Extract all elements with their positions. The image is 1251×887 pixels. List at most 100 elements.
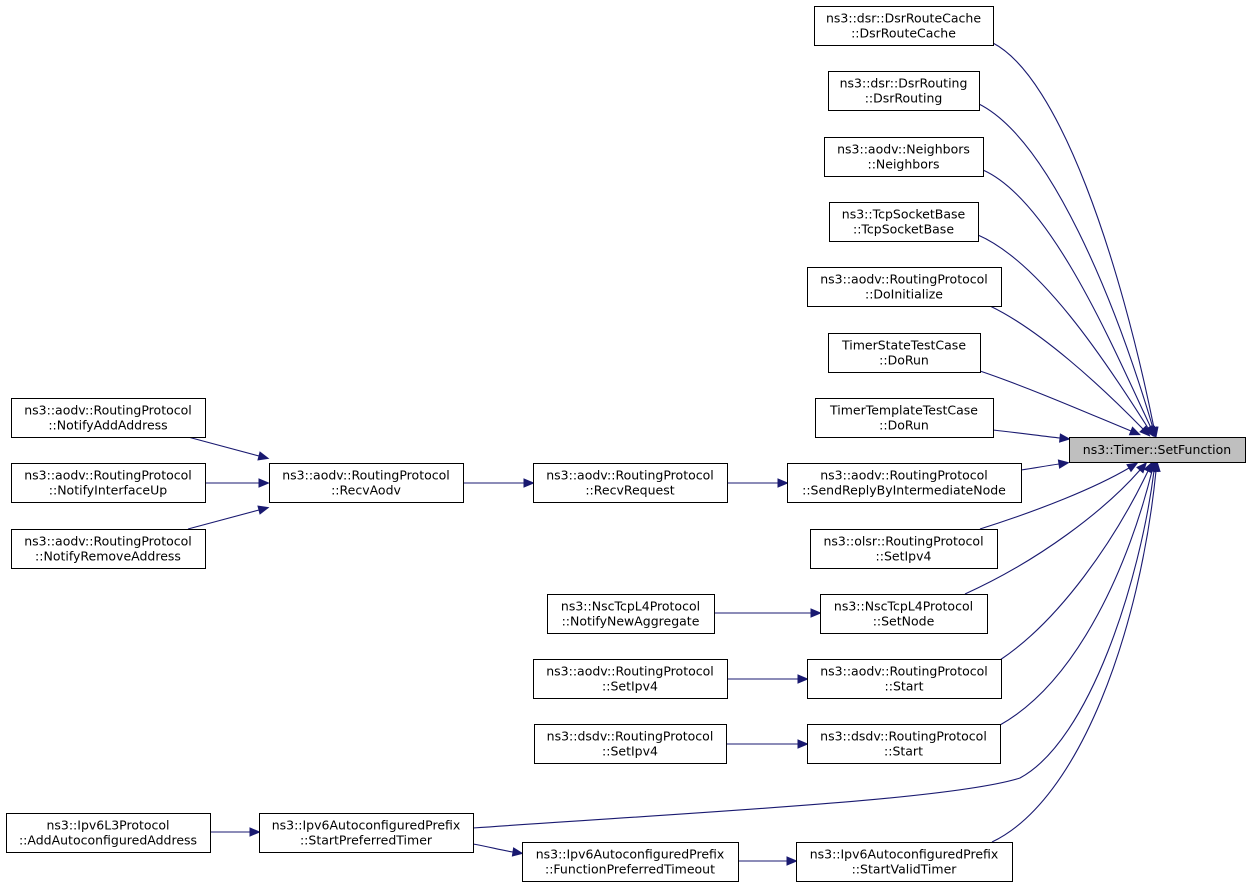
node-ipv6-startvalidtimer[interactable]: ns3::Ipv6AutoconfiguredPrefix::StartVali… (796, 842, 1013, 882)
node-label-line: ::DoInitialize (865, 287, 943, 302)
node-aodv-start[interactable]: ns3::aodv::RoutingProtocol::Start (807, 659, 1002, 699)
arrowhead (258, 478, 270, 488)
node-dsdv-start[interactable]: ns3::dsdv::RoutingProtocol::Start (807, 724, 1001, 764)
node-label-line: ::NotifyNewAggregate (562, 614, 700, 629)
node-label-line: ::NotifyInterfaceUp (49, 483, 167, 498)
node-aodv-notifyremoveaddress[interactable]: ns3::aodv::RoutingProtocol::NotifyRemove… (11, 529, 206, 569)
node-ipv6l3-addautoconfigured[interactable]: ns3::Ipv6L3Protocol::AddAutoconfiguredAd… (6, 813, 211, 853)
edge-aodv-neighbors-to-setfunction (982, 169, 1156, 438)
edge-aodv-notifyinterfaceup-to-aodv-recvaodv (205, 478, 270, 488)
node-box (269, 463, 464, 503)
edge-line (991, 470, 1157, 843)
node-tcp-socket-base[interactable]: ns3::TcpSocketBase::TcpSocketBase (829, 202, 979, 242)
arrowhead (1139, 425, 1151, 437)
node-aodv-neighbors[interactable]: ns3::aodv::Neighbors::Neighbors (824, 137, 984, 177)
node-dsdv-setipv4[interactable]: ns3::dsdv::RoutingProtocol::SetIpv4 (534, 724, 727, 764)
edge-aodv-recvaodv-to-aodv-recvrequest (463, 478, 535, 488)
edge-aodv-setipv4-to-aodv-start (727, 674, 809, 684)
node-label-line: ns3::aodv::RoutingProtocol (546, 468, 714, 483)
edge-timer-template-test-to-setfunction (992, 429, 1071, 443)
node-box (807, 724, 1001, 764)
node-label-line: ::DsrRouteCache (851, 26, 956, 41)
node-ipv6-startpreferredtimer[interactable]: ns3::Ipv6AutoconfiguredPrefix::StartPref… (259, 813, 474, 853)
node-aodv-recvrequest[interactable]: ns3::aodv::RoutingProtocol::RecvRequest (533, 463, 728, 503)
node-aodv-setipv4[interactable]: ns3::aodv::RoutingProtocol::SetIpv4 (533, 659, 728, 699)
node-nsc-notifynewaggregate[interactable]: ns3::NscTcpL4Protocol::NotifyNewAggregat… (547, 594, 715, 634)
edge-line (977, 234, 1149, 429)
node-label-line: ::SetIpv4 (602, 744, 658, 759)
node-label-line: TimerTemplateTestCase (829, 403, 978, 418)
arrowhead (1059, 433, 1071, 443)
node-label-line: ns3::Ipv6AutoconfiguredPrefix (536, 847, 725, 862)
node-label-line: ::SetIpv4 (602, 679, 658, 694)
node-box (828, 333, 981, 373)
arrowhead (1128, 426, 1141, 436)
node-aodv-notifyinterfaceup[interactable]: ns3::aodv::RoutingProtocol::NotifyInterf… (11, 463, 206, 503)
edge-nsc-setnode-to-setfunction (964, 461, 1148, 595)
node-label-line: ::DoRun (879, 353, 929, 368)
node-box (807, 659, 1002, 699)
node-timer-template-test[interactable]: TimerTemplateTestCase::DoRun (815, 398, 994, 438)
arrowhead (810, 608, 822, 618)
node-label-line: ns3::aodv::RoutingProtocol (546, 664, 714, 679)
node-label-line: ns3::aodv::RoutingProtocol (820, 272, 988, 287)
edge-line (472, 470, 1155, 829)
edge-line (978, 103, 1154, 429)
node-aodv-recvaodv[interactable]: ns3::aodv::RoutingProtocol::RecvAodv (269, 463, 464, 503)
edge-aodv-doinitialize-to-setfunction (989, 305, 1151, 437)
node-label-line: ::RecvRequest (585, 483, 674, 498)
node-label-line: ::NotifyAddAddress (48, 418, 167, 433)
node-dsr-routing[interactable]: ns3::dsr::DsrRouting::DsrRouting (828, 71, 980, 111)
edge-ipv6-startvalidtimer-to-setfunction (991, 460, 1161, 843)
node-box (534, 724, 727, 764)
node-label-line: ::SendReplyByIntermediateNode (802, 483, 1006, 498)
arrowhead (523, 478, 535, 488)
node-olsr-setipv4[interactable]: ns3::olsr::RoutingProtocol::SetIpv4 (810, 529, 998, 569)
node-label-line: ns3::NscTcpL4Protocol (834, 599, 973, 614)
edge-line (999, 470, 1153, 726)
node-box (814, 6, 994, 46)
node-box (11, 398, 206, 438)
node-label-line: ns3::olsr::RoutingProtocol (823, 534, 983, 549)
node-box (522, 842, 739, 882)
node-box (533, 463, 728, 503)
node-label-line: ns3::aodv::RoutingProtocol (24, 534, 192, 549)
edge-dsdv-setipv4-to-dsdv-start (726, 739, 809, 749)
edge-line (472, 843, 514, 853)
edge-dsr-route-cache-to-setfunction (992, 42, 1159, 439)
nodes-layer: ns3::Timer::SetFunction ns3::dsr::DsrRout… (6, 6, 1246, 882)
node-aodv-notifyaddaddress[interactable]: ns3::aodv::RoutingProtocol::NotifyAddAdd… (11, 398, 206, 438)
edge-line (979, 370, 1132, 432)
node-label-line: ns3::aodv::RoutingProtocol (24, 403, 192, 418)
node-label-line: ns3::dsdv::RoutingProtocol (820, 729, 987, 744)
node-box (259, 813, 474, 853)
node-label-line: ns3::dsdv::RoutingProtocol (547, 729, 714, 744)
node-timer-state-test[interactable]: TimerStateTestCase::DoRun (828, 333, 981, 373)
node-aodv-doinitialize[interactable]: ns3::aodv::RoutingProtocol::DoInitialize (807, 267, 1002, 307)
node-box (11, 463, 206, 503)
node-box (828, 71, 980, 111)
node-label-line: ns3::aodv::Neighbors (837, 142, 970, 157)
node-nsc-setnode[interactable]: ns3::NscTcpL4Protocol::SetNode (820, 594, 988, 634)
edge-tcp-socket-base-to-setfunction (977, 234, 1154, 438)
edge-nsc-notifynewaggregate-to-nsc-setnode (714, 608, 822, 618)
edge-ipv6-startpreferredtimer-to-ipv6-functionpreferredtimeout (472, 843, 524, 857)
edge-line (982, 169, 1152, 429)
node-ipv6-functionpreferredtimeout[interactable]: ns3::Ipv6AutoconfiguredPrefix::FunctionP… (522, 842, 739, 882)
arrowhead (797, 739, 809, 749)
edge-line (187, 436, 260, 457)
node-box (787, 463, 1022, 503)
node-label-line: ns3::Timer::SetFunction (1083, 442, 1231, 457)
node-dsr-route-cache[interactable]: ns3::dsr::DsrRouteCache::DsrRouteCache (814, 6, 994, 46)
arrowhead (511, 847, 524, 857)
edge-timer-state-test-to-setfunction (979, 370, 1141, 436)
node-setfunction[interactable]: ns3::Timer::SetFunction (1069, 437, 1246, 463)
edge-line (999, 470, 1149, 661)
edge-line (979, 467, 1130, 530)
edge-line (992, 429, 1061, 439)
node-box (829, 202, 979, 242)
node-label-line: ::DoRun (879, 418, 929, 433)
arrowhead (1136, 461, 1148, 474)
node-aodv-sendreply[interactable]: ns3::aodv::RoutingProtocol::SendReplyByI… (787, 463, 1022, 503)
edge-ipv6l3-addautoconfigured-to-ipv6-startpreferredtimer (210, 827, 261, 837)
